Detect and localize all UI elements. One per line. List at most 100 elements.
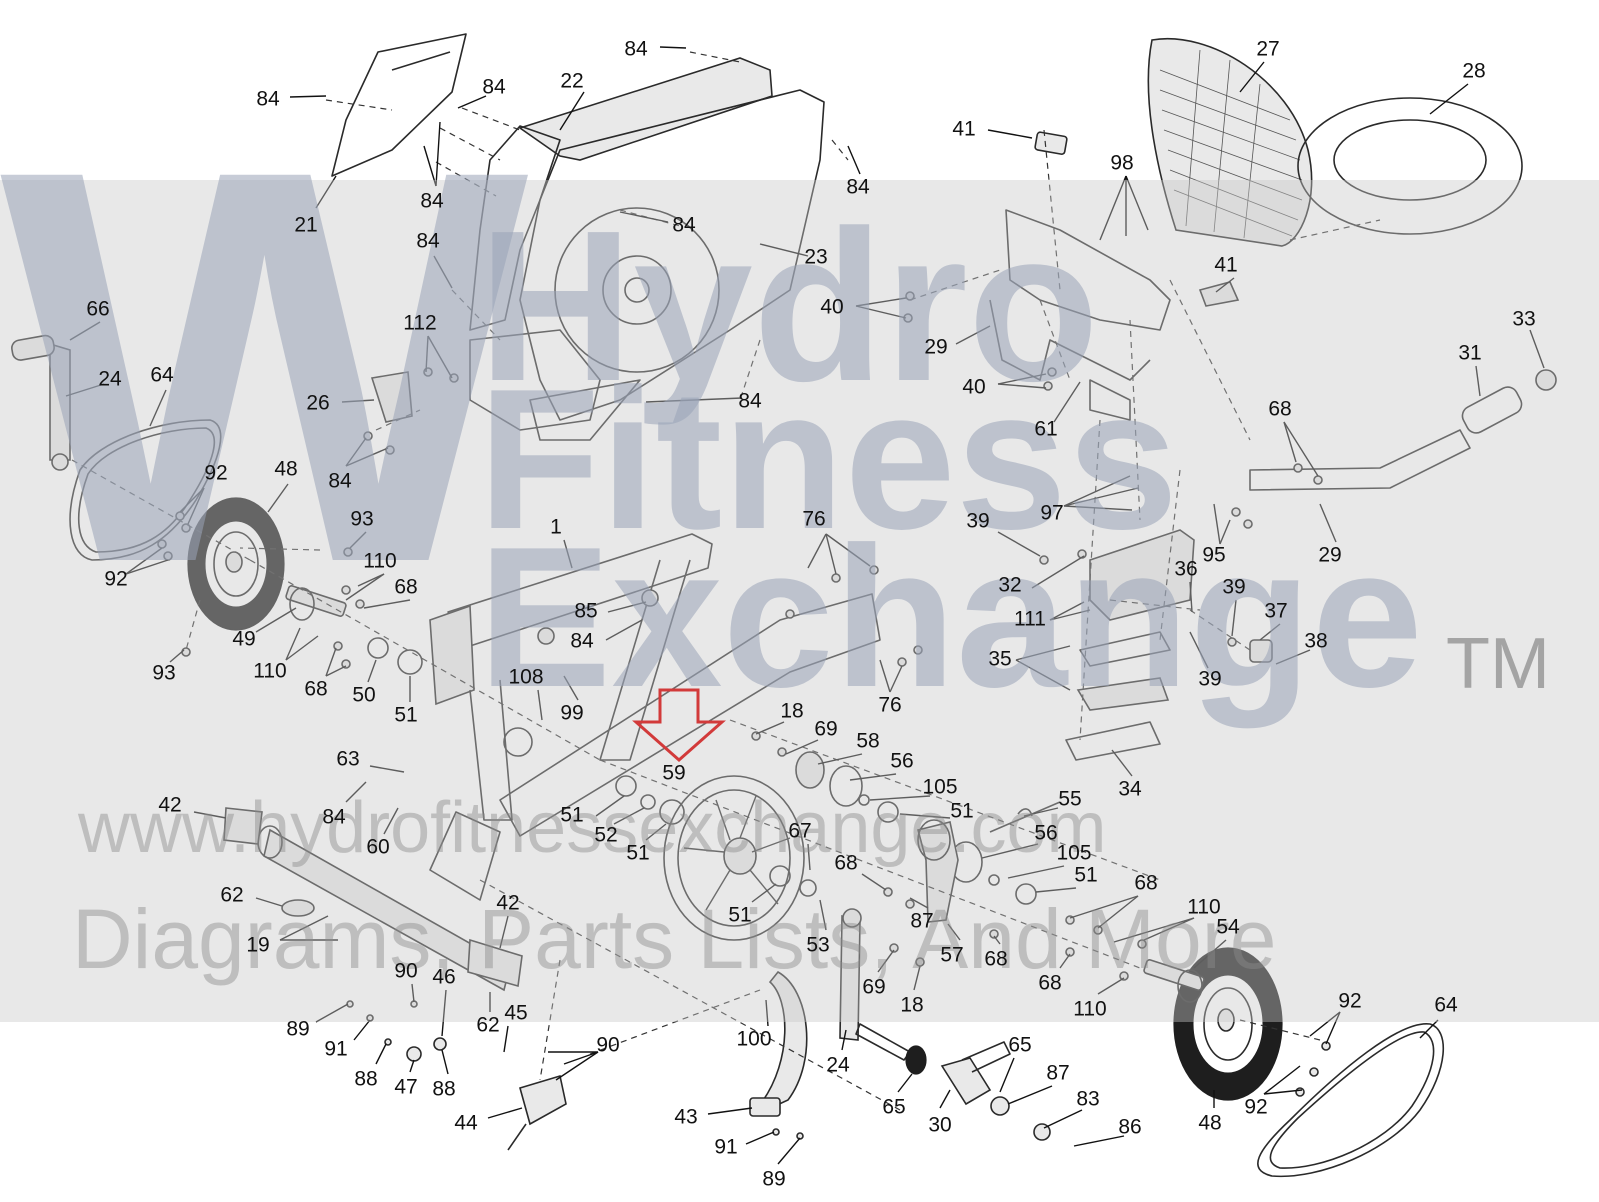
- part-number-callout: 84: [846, 176, 870, 199]
- part-number-callout: 89: [762, 1168, 785, 1191]
- part-number-callout: 47: [394, 1076, 417, 1099]
- part-number-callout: 29: [1318, 544, 1341, 567]
- part-number-callout: 53: [806, 934, 829, 957]
- part-number-callout: 56: [1034, 822, 1057, 845]
- part-number-callout: 91: [324, 1038, 347, 1061]
- part-number-callout: 56: [890, 750, 913, 773]
- part-number-callout: 68: [304, 678, 327, 701]
- part-number-callout: 68: [1134, 872, 1157, 895]
- part-number-callout: 32: [998, 574, 1021, 597]
- part-number-callout: 110: [1187, 896, 1220, 919]
- part-number-callout: 88: [432, 1078, 455, 1101]
- part-number-callout: 31: [1458, 342, 1481, 365]
- part-number-callout: 38: [1304, 630, 1327, 653]
- part-number-callout: 66: [86, 298, 109, 321]
- watermark-url: www.hydrofitnessexchange.com: [77, 788, 1107, 868]
- part-number-callout: 51: [1074, 864, 1097, 887]
- part-number-callout: 98: [1110, 152, 1133, 175]
- part-number-callout: 84: [420, 190, 444, 213]
- part-number-callout: 60: [366, 836, 389, 859]
- leader-lines: [65, 46, 1545, 1165]
- part-number-callout: 84: [416, 230, 440, 253]
- part-number-callout: 105: [922, 776, 957, 799]
- part-number-callout: 30: [928, 1114, 951, 1137]
- part-number-callout: 42: [158, 794, 181, 817]
- watermark-line-2: Fitness: [478, 348, 1178, 571]
- highlight-arrow: [632, 688, 726, 763]
- part-number-callout: 40: [962, 376, 985, 399]
- assembly-lines: [71, 51, 1381, 1111]
- part-number-callout: 69: [862, 976, 885, 999]
- part-number-callout: 51: [560, 804, 583, 827]
- watermark: W Hydro Fitness Exchange TM www.hydrofit…: [0, 53, 1599, 1022]
- part-number-callout: 83: [1076, 1088, 1099, 1111]
- part-number-callout: 84: [482, 76, 506, 99]
- part-number-callout: 54: [1216, 916, 1240, 939]
- part-number-callout: 63: [336, 748, 359, 771]
- part-number-callout: 68: [1268, 398, 1291, 421]
- part-number-callout: 64: [150, 364, 174, 387]
- part-number-callout: 23: [804, 246, 827, 269]
- part-number-callout: 85: [574, 600, 597, 623]
- part-number-callout: 46: [432, 966, 455, 989]
- part-number-callout: 50: [352, 684, 375, 707]
- part-number-callout: 68: [834, 852, 857, 875]
- part-number-callout: 44: [454, 1112, 478, 1135]
- part-number-callout: 92: [1244, 1096, 1267, 1119]
- watermark-tagline: Diagrams, Parts Lists, And More: [72, 892, 1276, 986]
- part-number-callout: 62: [220, 884, 243, 907]
- part-number-callout: 84: [738, 390, 762, 413]
- part-number-callout: 18: [780, 700, 803, 723]
- part-number-callout: 84: [570, 630, 594, 653]
- part-number-callout: 68: [394, 576, 417, 599]
- part-number-callout: 45: [504, 1002, 527, 1025]
- part-number-callout: 39: [966, 510, 989, 533]
- watermark-line-1: Hydro: [478, 185, 1099, 426]
- part-number-callout: 57: [940, 944, 963, 967]
- part-number-callout: 58: [856, 730, 879, 753]
- part-number-callout: 91: [714, 1136, 737, 1159]
- part-number-callout: 87: [910, 910, 933, 933]
- part-number-callout: 36: [1174, 558, 1197, 581]
- part-number-callout: 90: [394, 960, 417, 983]
- part-number-callout: 27: [1256, 38, 1279, 61]
- part-number-callout: 88: [354, 1068, 377, 1091]
- watermark-logo-letter: W: [0, 53, 534, 679]
- part-number-callout: 84: [256, 88, 280, 111]
- part-number-callout: 110: [363, 550, 396, 573]
- part-number-callout: 39: [1198, 668, 1221, 691]
- part-number-callout: 22: [560, 70, 583, 93]
- part-number-callout: 97: [1040, 502, 1063, 525]
- part-number-callout: 93: [152, 662, 175, 685]
- part-number-callout: 100: [736, 1028, 771, 1051]
- part-number-callout: 49: [232, 628, 255, 651]
- part-number-callout: 89: [286, 1018, 309, 1041]
- part-number-callout: 87: [1046, 1062, 1069, 1085]
- part-number-callout: 68: [1038, 972, 1061, 995]
- part-number-callout: 76: [878, 694, 901, 717]
- part-number-callout: 43: [674, 1106, 697, 1129]
- part-number-callout: 84: [328, 470, 352, 493]
- part-number-callout: 33: [1512, 308, 1535, 331]
- part-number-callout: 105: [1056, 842, 1091, 865]
- part-number-callout: 108: [508, 666, 543, 689]
- part-number-callout: 55: [1058, 788, 1081, 811]
- part-number-callout: 40: [820, 296, 843, 319]
- part-number-callout: 61: [1034, 418, 1057, 441]
- part-number-callout: 110: [253, 660, 286, 683]
- part-number-callout: 48: [274, 458, 297, 481]
- part-number-callout: 65: [1008, 1034, 1031, 1057]
- part-number-callout: 65: [882, 1096, 905, 1119]
- part-number-callout: 68: [984, 948, 1007, 971]
- part-number-callout: 24: [98, 368, 122, 391]
- part-number-callout: 86: [1118, 1116, 1141, 1139]
- part-number-callout: 28: [1462, 60, 1485, 83]
- watermark-line-3: Exchange: [478, 506, 1423, 729]
- part-number-callout: 84: [624, 38, 648, 61]
- part-number-callout: 42: [496, 892, 519, 915]
- part-number-callout: 21: [294, 214, 317, 237]
- part-number-callout: 51: [394, 704, 417, 727]
- part-number-callout: 18: [900, 994, 923, 1017]
- part-number-callout: 62: [476, 1014, 499, 1037]
